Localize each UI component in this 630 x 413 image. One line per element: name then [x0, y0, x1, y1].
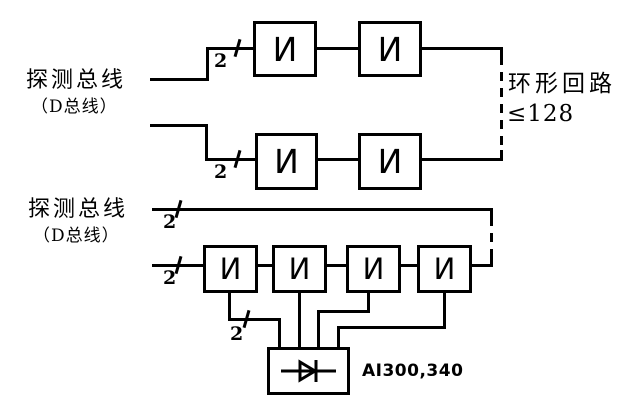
isolator-module-box [267, 347, 350, 395]
wire-segment [317, 310, 370, 313]
detector-symbol: И [377, 142, 403, 181]
wire-segment [150, 124, 207, 127]
loop-return-stub [490, 208, 493, 217]
detector-box: И [272, 245, 327, 293]
detector-box: И [253, 21, 317, 77]
wire-segment [278, 318, 281, 350]
detector-symbol: И [377, 29, 403, 69]
loop-return-stub [490, 255, 493, 267]
wire-segment [228, 291, 231, 321]
loop-return-stub [500, 47, 503, 56]
detector-symbol: И [272, 29, 298, 69]
wire-count-label: 2 [163, 267, 177, 289]
wire-segment [317, 310, 320, 350]
detector-symbol: И [219, 251, 242, 286]
detector-symbol: И [433, 251, 456, 286]
loop-return-dashed-line [490, 217, 493, 257]
wire-segment [228, 318, 281, 321]
wire-segment [399, 264, 419, 267]
wire-segment [316, 158, 360, 161]
wire-segment [205, 158, 257, 161]
wire-segment [205, 124, 208, 161]
bus-bottom-subtitle: （D总线） [33, 226, 120, 246]
detector-box: И [255, 133, 318, 190]
wire-segment [443, 291, 446, 329]
bus-bottom-title: 探测总线 [28, 197, 129, 222]
wire-segment [337, 326, 340, 350]
wire-segment [420, 47, 503, 50]
module-label: AI300,340 [362, 361, 464, 381]
wire-count-label: 2 [214, 161, 228, 183]
diode-icon [281, 359, 336, 383]
wire-count-label: 2 [230, 323, 244, 345]
bus-top-subtitle: （D总线） [31, 97, 118, 117]
detector-box: И [358, 133, 422, 190]
wire-segment [472, 264, 493, 267]
wire-count-label: 2 [163, 211, 177, 233]
detector-box: И [358, 21, 422, 77]
detector-symbol: И [362, 251, 385, 286]
wire-segment [315, 47, 360, 50]
wire-segment [367, 291, 370, 313]
detector-symbol: И [274, 142, 299, 181]
loop-return-dashed-line [500, 56, 503, 150]
detector-box: И [203, 245, 258, 293]
detector-box: И [346, 245, 401, 293]
wire-segment [420, 158, 503, 161]
loop-label: 环形回路 [508, 71, 616, 97]
wire-segment [298, 291, 301, 350]
wire-segment [325, 264, 348, 267]
detector-box: И [417, 245, 472, 293]
detector-symbol: И [288, 251, 311, 286]
loop-limit-label: ≤128 [507, 101, 575, 127]
loop-return-stub [500, 150, 503, 161]
wire-segment [337, 326, 446, 329]
wire-segment [150, 78, 208, 81]
bus-wire [152, 208, 493, 211]
wire-segment [256, 264, 274, 267]
bus-top-title: 探测总线 [26, 68, 127, 93]
wire-count-label: 2 [214, 50, 228, 72]
wire-segment [206, 47, 209, 81]
wire-segment [206, 47, 255, 50]
